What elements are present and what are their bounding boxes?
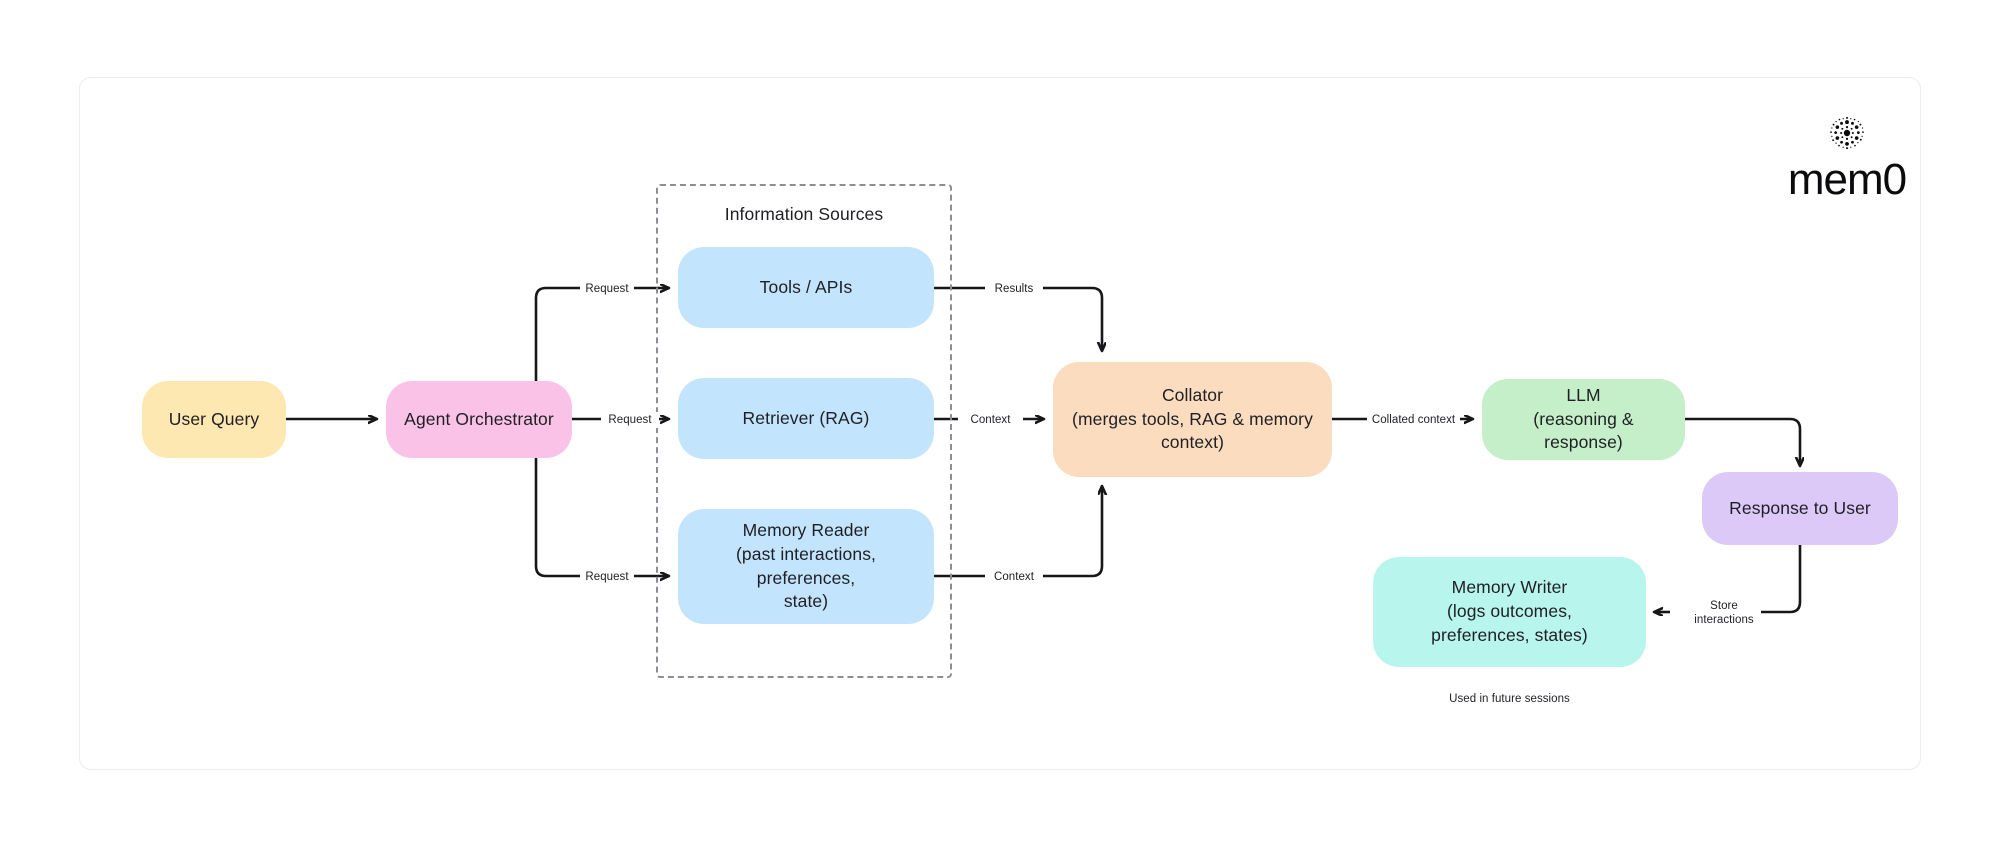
edge-label-retriever-to-collator: Context (958, 412, 1023, 429)
edge-label-tools-to-collator: Results (985, 281, 1043, 298)
node-llm[interactable]: LLM (reasoning & response) (1482, 379, 1685, 460)
mem0-dot-burst-icon (1830, 116, 1864, 150)
edge-label-memory-reader-to-collator: Context (985, 569, 1043, 586)
node-agent-orchestrator[interactable]: Agent Orchestrator (386, 381, 572, 458)
note-used-in-future-sessions: Used in future sessions (1449, 693, 1570, 705)
edge-label-orchestrator-to-tools: Request (580, 281, 634, 298)
brand-logo: mem0 (1772, 112, 1922, 202)
brand-wordmark: mem0 (1787, 155, 1907, 204)
information-sources-group (656, 184, 952, 678)
node-response-to-user[interactable]: Response to User (1702, 472, 1898, 545)
edge-label-response-to-memory-writer: Store interactions (1687, 598, 1761, 629)
node-retriever-rag[interactable]: Retriever (RAG) (678, 378, 934, 459)
node-tools-apis[interactable]: Tools / APIs (678, 247, 934, 328)
information-sources-title: Information Sources (724, 204, 884, 224)
edge-label-orchestrator-to-retriever: Request (601, 412, 659, 429)
node-memory-writer[interactable]: Memory Writer (logs outcomes, preference… (1373, 557, 1646, 667)
node-memory-reader[interactable]: Memory Reader (past interactions, prefer… (678, 509, 934, 624)
edge-label-collator-to-llm: Collated context (1367, 412, 1460, 429)
node-user-query[interactable]: User Query (142, 381, 286, 458)
brand-wordmark-text: mem0 (1787, 155, 1907, 204)
edge-label-orchestrator-to-memory-reader: Request (580, 569, 634, 586)
node-collator[interactable]: Collator (merges tools, RAG & memory con… (1053, 362, 1332, 477)
